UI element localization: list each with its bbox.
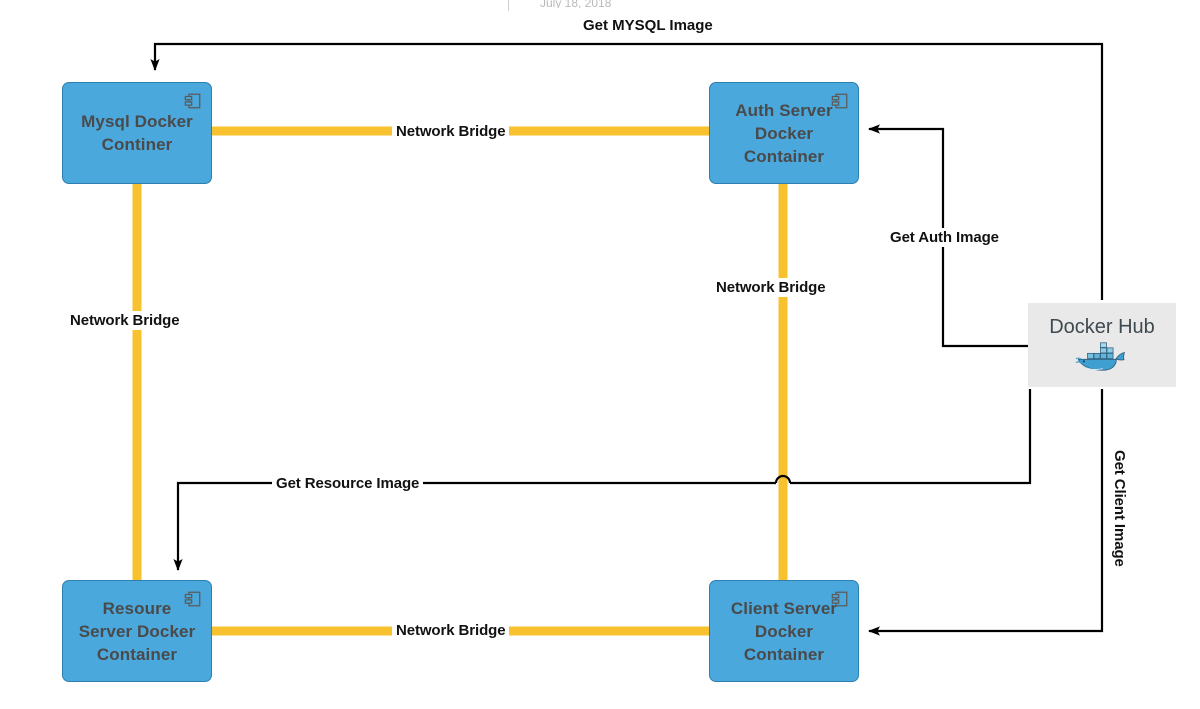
component-icon: [184, 591, 201, 607]
pull-line-resource-cont: [173, 481, 776, 571]
node-resource-label: Resoure Server Docker Container: [78, 598, 196, 664]
pull-line-client: [868, 389, 1104, 636]
label-network-bridge-middle: Network Bridge: [712, 278, 830, 297]
label-get-client-image: Get Client Image: [1110, 446, 1129, 571]
docker-whale-logo: [1075, 342, 1125, 371]
component-icon: [184, 93, 201, 109]
component-icon: [831, 93, 848, 109]
node-mysql-label: Mysql Docker Continer: [81, 112, 193, 154]
pull-line-resource-jump: [774, 474, 792, 484]
pull-line-resource: [790, 389, 1032, 485]
label-get-mysql-image: Get MYSQL Image: [583, 17, 713, 34]
pull-line-mysql: [150, 42, 1104, 300]
node-auth-server-docker-container[interactable]: Auth Server Docker Container: [709, 82, 859, 184]
label-get-auth-image: Get Auth Image: [886, 228, 1003, 247]
label-get-resource-image: Get Resource Image: [272, 474, 424, 493]
label-network-bridge-bottom: Network Bridge: [392, 621, 510, 640]
docker-hub-title: Docker Hub: [1049, 316, 1155, 338]
node-auth-label: Auth Server Docker Container: [735, 100, 833, 166]
node-mysql-docker-container[interactable]: Mysql Docker Continer: [62, 82, 212, 184]
label-network-bridge-top: Network Bridge: [392, 122, 510, 141]
node-resource-server-docker-container[interactable]: Resoure Server Docker Container: [62, 580, 212, 682]
component-icon: [831, 591, 848, 607]
byline-separator: [508, 0, 509, 11]
node-docker-hub[interactable]: Docker Hub: [1028, 303, 1176, 387]
node-client-label: Client Server Docker Container: [730, 598, 838, 664]
node-client-server-docker-container[interactable]: Client Server Docker Container: [709, 580, 859, 682]
label-network-bridge-left: Network Bridge: [66, 311, 184, 330]
byline-date: July 18, 2018: [540, 0, 612, 8]
